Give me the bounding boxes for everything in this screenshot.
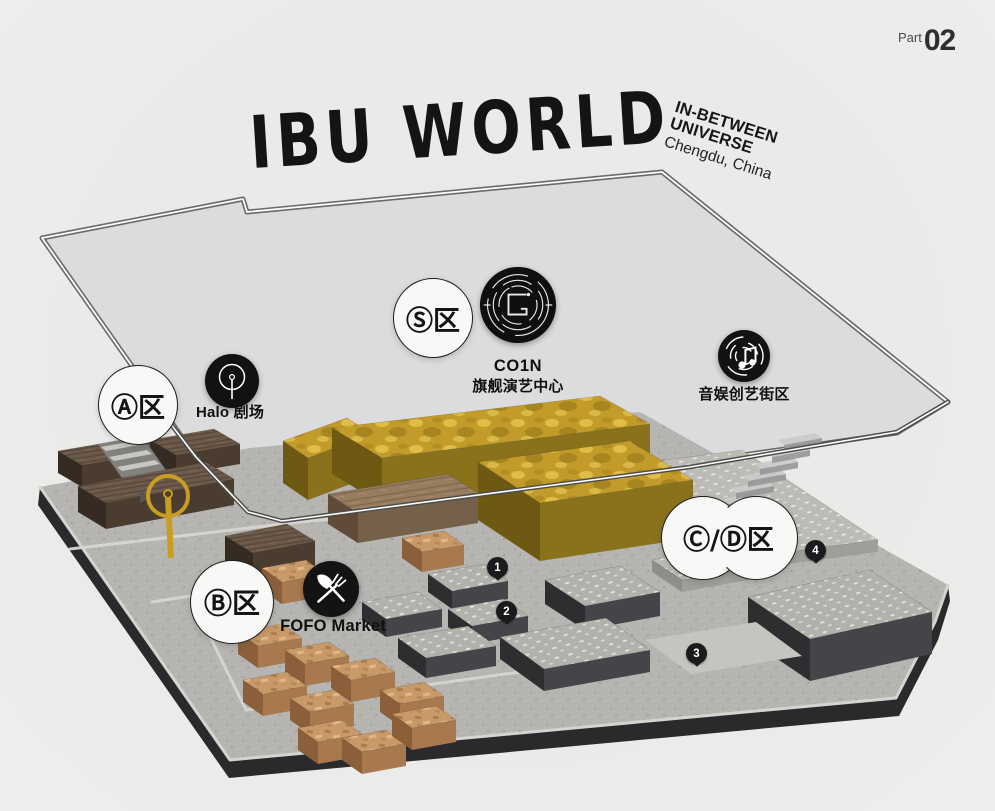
map-shape: [652, 560, 682, 592]
map-shape: [284, 641, 350, 665]
map-shape: [402, 538, 422, 572]
map-shape: [224, 523, 316, 554]
map-pin-1: 1: [487, 557, 508, 578]
map-shape: [297, 719, 363, 743]
map-shape: [544, 565, 661, 607]
map-shape: [362, 744, 406, 774]
boundary-railing: [159, 401, 949, 522]
map-shape: [778, 433, 822, 445]
map-shape: [428, 574, 452, 609]
map-shape: [736, 486, 774, 499]
map-pin-3: 3: [686, 643, 707, 664]
map-shape: [397, 625, 497, 659]
map-pin-2: 2: [496, 601, 517, 622]
map-shape: [544, 650, 650, 691]
zone-badge-b: Ⓑ区: [190, 560, 274, 644]
map-shape: [331, 666, 351, 702]
halo-sculpture: [165, 498, 174, 558]
map-shape: [682, 568, 748, 592]
music-icon: [718, 330, 770, 382]
coin-icon: [479, 266, 557, 344]
map-shape: [149, 428, 241, 456]
map-shape: [150, 440, 176, 475]
map-shape: [342, 738, 362, 774]
zone-badge-cd-label: Ⓒ/Ⓓ区: [683, 524, 774, 556]
map-shape: [398, 638, 426, 678]
zone-badge-cd: Ⓒ/Ⓓ区: [661, 496, 798, 580]
map-shape: [290, 698, 310, 734]
pin-number: 3: [693, 647, 700, 660]
map-pin-4: 4: [805, 540, 826, 561]
map-shape: [362, 602, 386, 637]
map-shape: [392, 714, 412, 750]
map-shape: [262, 568, 282, 604]
halo-icon: [205, 354, 259, 408]
map-shape: [391, 705, 457, 729]
halo-label: Halo 剧场: [195, 404, 265, 421]
map-shape: [545, 580, 585, 630]
zone-badge-a: Ⓐ区: [98, 365, 178, 445]
zone-badge-b-label: Ⓑ区: [203, 587, 260, 620]
pin-number: 1: [494, 561, 501, 574]
map-shape: [426, 646, 496, 678]
map-shape: [748, 474, 786, 487]
map-shape: [285, 650, 305, 686]
map-shape: [331, 395, 651, 459]
map-shape: [386, 609, 442, 637]
plaza-patch: [645, 622, 802, 674]
map-shape: [401, 530, 465, 553]
map-shape: [242, 671, 308, 695]
part-number: 02: [923, 24, 956, 57]
map-shape: [747, 569, 933, 640]
map-shape: [540, 480, 693, 561]
map-shape: [332, 428, 382, 504]
map-shape: [243, 680, 263, 716]
music-street-label: 音娱创艺街区: [698, 386, 790, 403]
map-shape: [58, 451, 82, 487]
halo-sculpture: [140, 491, 151, 503]
map-shape: [422, 545, 464, 572]
cd-circle-right-fill: [716, 498, 794, 576]
platform-edge: [38, 485, 950, 762]
map-shape: [760, 462, 798, 475]
zone-badge-s-label: Ⓢ区: [406, 305, 460, 337]
map-shape: [472, 616, 528, 644]
map-shape: [772, 450, 810, 463]
map-shape: [499, 617, 651, 670]
map-shape: [478, 462, 540, 561]
map-shape: [298, 728, 318, 764]
map-shape: [412, 720, 456, 750]
map-shape: [117, 460, 160, 471]
map-shape: [358, 493, 478, 543]
site-boundary-fill: [42, 172, 948, 521]
map-shape: [452, 581, 508, 609]
map-shape: [109, 450, 152, 461]
zone-badge-a-label: Ⓐ区: [111, 392, 165, 424]
map-shape: [78, 486, 106, 529]
fofo-market-label: FOFO Market: [280, 617, 386, 635]
map-shape: [361, 591, 443, 620]
pin-number: 4: [812, 544, 819, 557]
map-shape: [379, 681, 445, 705]
zone-badge-s: Ⓢ区: [393, 278, 473, 358]
map-shape: [289, 689, 355, 713]
map-shape: [283, 441, 308, 500]
coin-sublabel: 旗舰演艺中心: [472, 378, 564, 395]
map-shape: [810, 612, 932, 681]
food-icon: [302, 560, 360, 618]
map-shape: [500, 637, 544, 691]
pin-number: 2: [503, 605, 510, 618]
part-indicator: Part 02: [898, 24, 956, 57]
map-shape: [330, 657, 396, 681]
part-label: Part: [898, 30, 922, 45]
map-shape: [328, 494, 358, 543]
coin-label: CO1N: [493, 357, 543, 375]
